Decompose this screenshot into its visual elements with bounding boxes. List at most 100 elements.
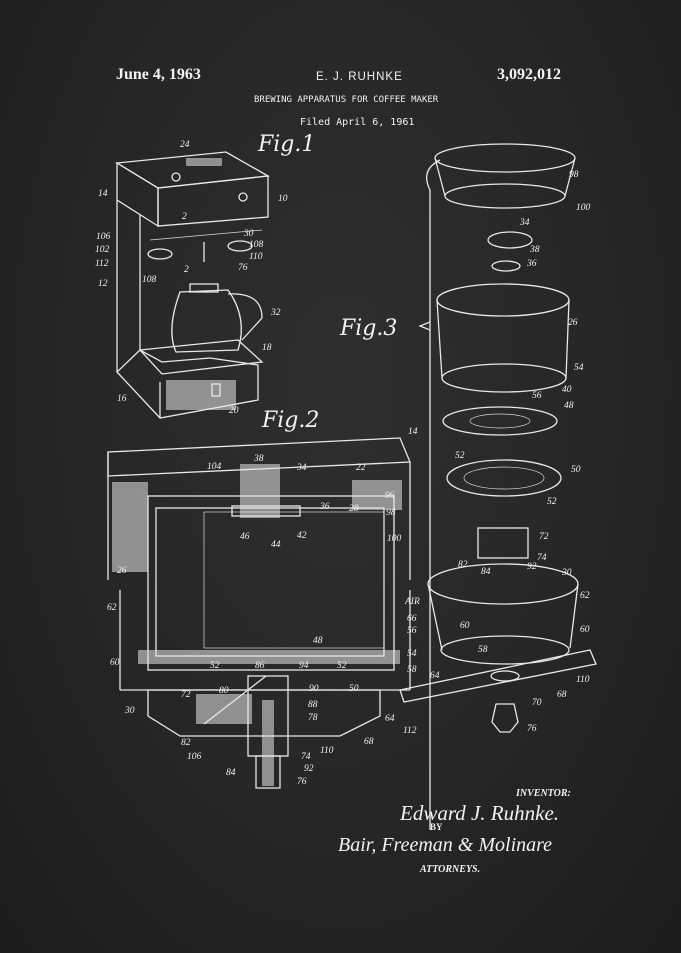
inventor-heading: INVENTOR: [516, 788, 571, 799]
ref-num: 2 [182, 212, 187, 222]
ref-num: 68 [364, 737, 374, 747]
ref-num: 44 [271, 540, 281, 550]
ref-num: 52 [455, 451, 465, 461]
ref-num: 92 [527, 562, 537, 572]
ref-num: 104 [207, 462, 222, 472]
ref-num: 96 [385, 491, 395, 501]
ref-num: 100 [387, 534, 402, 544]
ref-num: 74 [537, 553, 547, 563]
ref-num: 10 [278, 194, 288, 204]
patent-number: 3,092,012 [497, 66, 561, 83]
ref-num: 78 [308, 713, 318, 723]
ref-num: 30 [244, 229, 254, 239]
ref-num: 54 [407, 649, 417, 659]
ref-num: 106 [187, 752, 202, 762]
ref-num: 98 [569, 170, 579, 180]
ref-num: 52 [337, 661, 347, 671]
attorneys-heading: ATTORNEYS. [420, 864, 481, 875]
ref-num: 36 [320, 502, 330, 512]
ref-num: 76 [527, 724, 537, 734]
ref-num: 82 [181, 738, 191, 748]
fig3-label: Fig.3 [340, 316, 398, 341]
inventor-signature: Edward J. Ruhnke. [400, 801, 560, 825]
ref-num: 40 [562, 385, 572, 395]
ref-num: 52 [547, 497, 557, 507]
ref-num: 38 [530, 245, 540, 255]
ref-num: 76 [238, 263, 248, 273]
ref-num: 24 [180, 140, 190, 150]
ref-num: 92 [304, 764, 314, 774]
ref-num: 32 [271, 308, 281, 318]
ref-num: 2 [184, 265, 189, 275]
ref-num: 72 [181, 690, 191, 700]
ref-num: 58 [478, 645, 488, 655]
ref-num: 98 [386, 508, 396, 518]
ref-num: 28 [349, 504, 359, 514]
ref-num: 110 [576, 675, 590, 685]
ref-num: 30 [562, 568, 572, 578]
ref-num: 50 [571, 465, 581, 475]
fig2-section-drawing [107, 437, 411, 789]
ref-num: 76 [297, 777, 307, 787]
ref-num: 74 [301, 752, 311, 762]
ref-num: 70 [532, 698, 542, 708]
ref-num: 108 [249, 240, 264, 250]
ref-num: 60 [460, 621, 470, 631]
ref-num: 64 [385, 714, 395, 724]
ref-num: 100 [576, 203, 591, 213]
ref-num: 82 [458, 560, 468, 570]
ref-num: 26 [568, 318, 578, 328]
ref-num: 36 [527, 259, 537, 269]
ref-num: 14 [98, 189, 108, 199]
ref-num: 90 [309, 684, 319, 694]
ref-num: 16 [117, 394, 127, 404]
ref-num: 60 [580, 625, 590, 635]
ref-num: 112 [403, 726, 417, 736]
ref-num: 22 [356, 463, 366, 473]
ref-num: AIR [405, 597, 420, 607]
ref-num: 110 [320, 746, 334, 756]
ref-num: 34 [520, 218, 530, 228]
filed-date: Filed April 6, 1961 [300, 117, 415, 128]
ref-num: 48 [564, 401, 574, 411]
ref-num: 52 [210, 661, 220, 671]
inventor-name-header: E. J. RUHNKE [316, 71, 403, 83]
ref-num: 58 [407, 665, 417, 675]
ref-num: 38 [254, 454, 264, 464]
ref-num: 12 [98, 279, 108, 289]
attorneys-signature: Bair, Freeman & Molinare [338, 834, 553, 856]
ref-num: 30 [125, 706, 135, 716]
ref-num: 106 [96, 232, 111, 242]
ref-num: 50 [349, 684, 359, 694]
ref-num: 26 [117, 566, 127, 576]
ref-num: 42 [297, 531, 307, 541]
fig1-label: Fig.1 [258, 132, 316, 157]
ref-num: 84 [226, 768, 236, 778]
ref-num: 108 [142, 275, 157, 285]
ref-num: 86 [255, 661, 265, 671]
ref-num: 14 [408, 427, 418, 437]
ref-num: 46 [240, 532, 250, 542]
fig1-coffee-maker-drawing [115, 151, 271, 419]
ref-num: 54 [574, 363, 584, 373]
ref-num: 94 [299, 661, 309, 671]
ref-num: 80 [219, 686, 229, 696]
ref-num: 112 [95, 259, 109, 269]
ref-num: 62 [107, 603, 117, 613]
fig2-label: Fig.2 [262, 408, 320, 433]
ref-num: 110 [249, 252, 263, 262]
ref-num: 20 [229, 406, 239, 416]
ref-num: 56 [532, 391, 542, 401]
ref-num: 56 [407, 626, 417, 636]
ref-num: 34 [297, 463, 307, 473]
ref-num: 62 [580, 591, 590, 601]
ref-num: 68 [557, 690, 567, 700]
by-label: BY [430, 822, 443, 832]
ref-num: 102 [95, 245, 110, 255]
ref-num: 48 [313, 636, 323, 646]
ref-num: 84 [481, 567, 491, 577]
ref-num: 66 [407, 614, 417, 624]
fig3-exploded-drawing [399, 143, 597, 830]
ref-num: 18 [262, 343, 272, 353]
